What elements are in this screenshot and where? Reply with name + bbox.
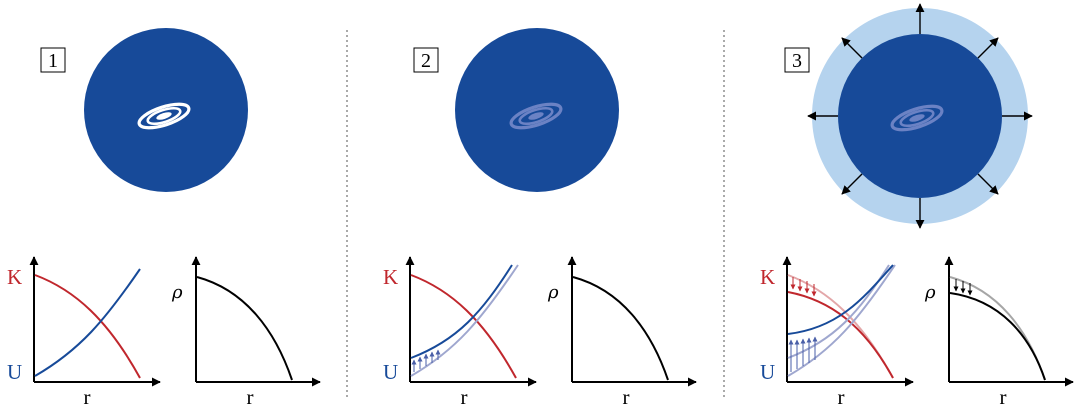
k-label: K — [383, 265, 398, 289]
small-arrow-icon — [953, 279, 973, 296]
panel-1: 1 K U r ρ r — [7, 28, 321, 408]
outward-arrow-icon — [807, 3, 1033, 229]
density-curve-new — [949, 292, 1046, 381]
r-label: r — [623, 385, 630, 408]
panel-number: 3 — [792, 50, 802, 72]
r-label: r — [247, 385, 254, 408]
panel-2: 2 K U r ρ r — [383, 28, 697, 408]
panel-number: 1 — [48, 50, 58, 72]
panel-3: 3 — [760, 3, 1074, 408]
r-label: r — [838, 385, 845, 408]
density-curve-old — [949, 276, 1046, 381]
rho-label: ρ — [924, 282, 936, 303]
r-label: r — [1000, 385, 1007, 408]
density-plot: ρ r — [171, 256, 321, 408]
energy-plot: K U r — [383, 256, 537, 408]
panel-number: 2 — [421, 50, 431, 72]
u-label: U — [7, 360, 22, 384]
small-arrow-icon — [411, 349, 441, 372]
u-curve-old — [410, 264, 519, 377]
u-curve-new — [410, 264, 513, 359]
panel-number-box — [784, 47, 810, 73]
r-label: r — [461, 385, 468, 408]
u-label: U — [383, 360, 398, 384]
k-label: K — [7, 265, 22, 289]
u-curve-old — [787, 264, 896, 377]
rho-label: ρ — [171, 282, 183, 303]
u-curve-new — [787, 264, 894, 335]
small-arrow-icon — [788, 336, 818, 372]
rho-label: ρ — [547, 282, 559, 303]
k-curve — [410, 274, 517, 379]
density-curve — [196, 276, 293, 381]
density-plot: ρ r — [547, 256, 697, 408]
small-arrow-icon — [790, 277, 817, 297]
density-plot: ρ r — [924, 256, 1074, 408]
panel-number-box — [40, 47, 66, 73]
density-curve — [572, 276, 669, 381]
u-label: U — [760, 360, 775, 384]
panel-number-box — [413, 47, 439, 73]
energy-plot: K U r — [760, 256, 914, 408]
k-label: K — [760, 265, 775, 289]
u-curve — [34, 268, 141, 377]
k-curve-new — [787, 291, 894, 379]
k-curve — [34, 274, 141, 379]
energy-plot: K U r — [7, 256, 161, 408]
r-label: r — [84, 385, 91, 408]
